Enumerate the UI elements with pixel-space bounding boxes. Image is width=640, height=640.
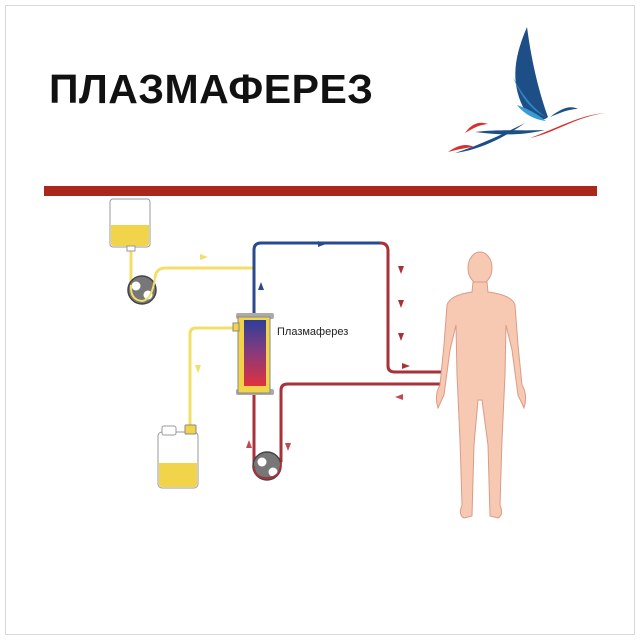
venous-tubing — [252, 241, 380, 314]
filter-label: Плазмаферез — [277, 326, 348, 338]
page-title: ПЛАЗМАФЕРЕЗ — [49, 66, 374, 112]
collection-canister-icon — [157, 424, 199, 489]
bird-logo-icon — [448, 27, 605, 153]
accent-divider — [44, 186, 597, 196]
flow-arrows — [195, 241, 410, 451]
frame-border — [5, 5, 635, 635]
filter-icon — [232, 313, 274, 395]
blood-tubing — [252, 241, 442, 466]
plasma-bag-icon — [109, 198, 151, 252]
plasma-tubing — [129, 250, 253, 428]
pump-icon — [127, 275, 157, 305]
human-figure-icon — [435, 251, 527, 519]
pump-icon — [252, 451, 282, 481]
